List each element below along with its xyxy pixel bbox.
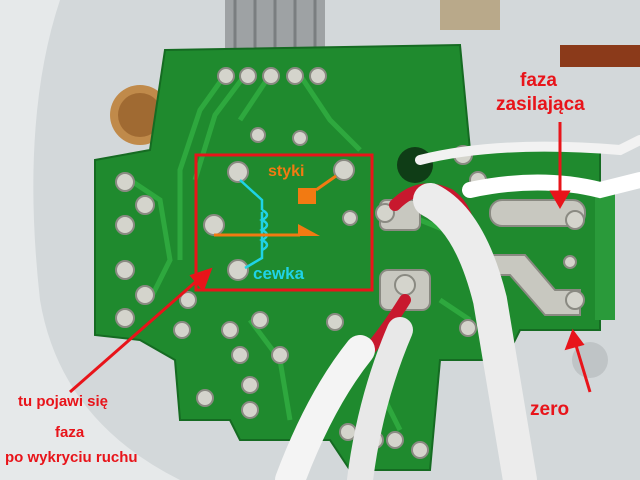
- label-zero: zero: [530, 399, 570, 420]
- label-faza-zasilajaca-line1: faza: [520, 70, 557, 91]
- label-po-wykryciu-ruchu: po wykryciu ruchu: [5, 449, 138, 466]
- label-cewka: cewka: [253, 264, 305, 283]
- label-styki: styki: [268, 163, 305, 180]
- board-hole: [397, 147, 433, 183]
- relay-highlight-box: [194, 153, 374, 292]
- coil-symbol: [239, 179, 269, 270]
- wires: [275, 135, 640, 480]
- label-faza-zasilajaca-line2: zasilająca: [496, 94, 585, 115]
- label-tu-pojawi-sie: tu pojawi się: [18, 393, 109, 410]
- red-part: [560, 45, 640, 67]
- connector-top: [440, 0, 500, 30]
- housing-edge: [0, 0, 180, 480]
- label-faza: faza: [55, 424, 85, 441]
- annotation-arrows: [69, 122, 592, 394]
- contact-symbol: [214, 174, 337, 237]
